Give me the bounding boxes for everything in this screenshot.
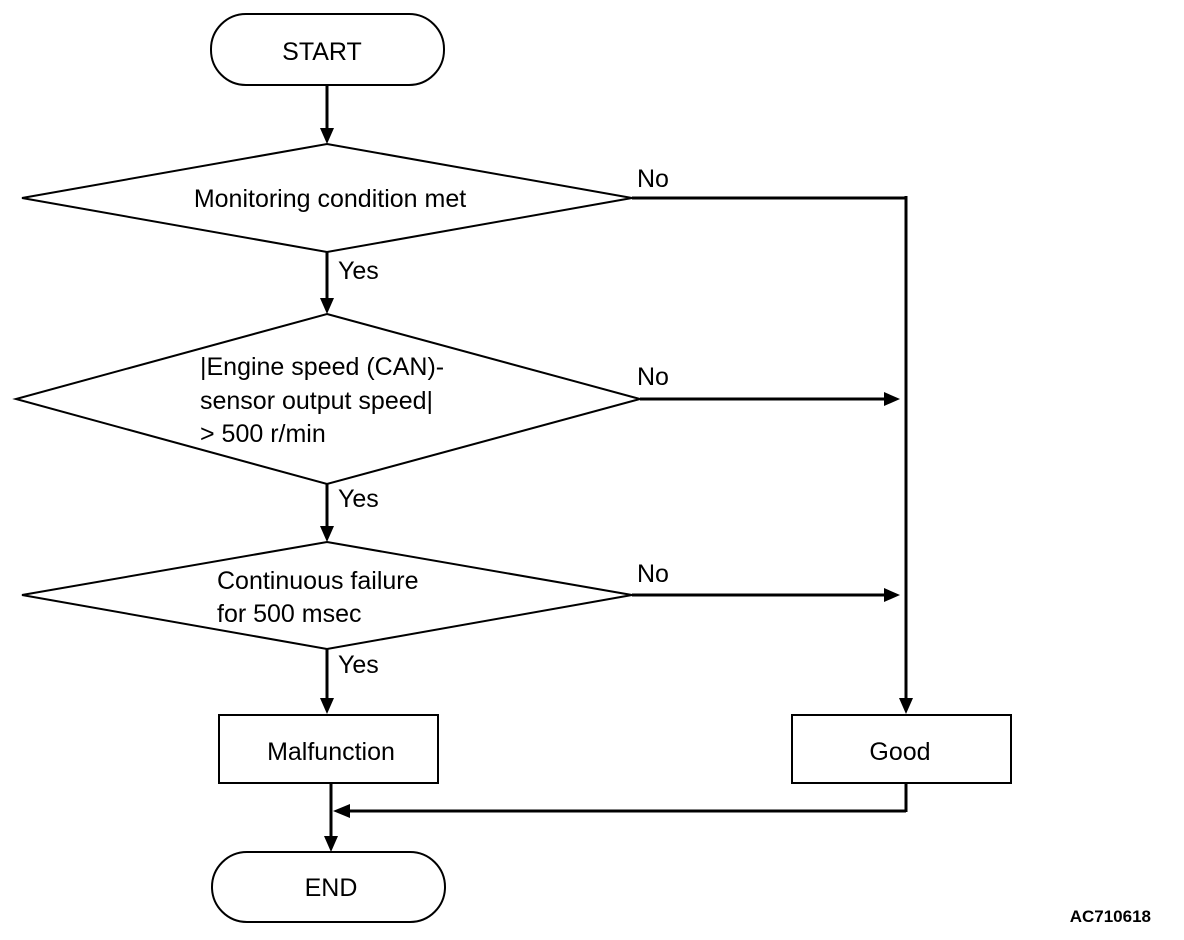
arrowhead-down bbox=[320, 128, 334, 144]
arrowhead-down bbox=[320, 298, 334, 314]
decision-speed-difference-line1: |Engine speed (CAN)- bbox=[200, 353, 444, 381]
yes-label-1: Yes bbox=[338, 257, 379, 285]
malfunction-box bbox=[218, 714, 439, 784]
arrowhead-down bbox=[320, 526, 334, 542]
arrowhead-right bbox=[884, 588, 900, 602]
arrowhead-right bbox=[884, 392, 900, 406]
decision-monitoring-condition-label: Monitoring condition met bbox=[194, 185, 466, 213]
yes-label-2: Yes bbox=[338, 485, 379, 513]
no-label-1: No bbox=[637, 165, 669, 193]
end-label: END bbox=[305, 874, 358, 902]
arrowhead-left bbox=[333, 804, 350, 818]
decision-continuous-failure bbox=[21, 540, 633, 651]
malfunction-label: Malfunction bbox=[267, 738, 395, 766]
decision-speed-difference-line2: sensor output speed| bbox=[200, 387, 433, 415]
no-label-2: No bbox=[637, 363, 669, 391]
yes-label-3: Yes bbox=[338, 651, 379, 679]
arrowhead-down bbox=[320, 698, 334, 714]
arrowhead-down bbox=[899, 698, 913, 714]
no-label-3: No bbox=[637, 560, 669, 588]
decision-continuous-failure-line1: Continuous failure bbox=[217, 567, 419, 595]
start-label: START bbox=[282, 38, 362, 66]
arrowhead-down bbox=[324, 836, 338, 852]
good-box bbox=[791, 714, 1012, 784]
figure-code: AC710618 bbox=[1070, 907, 1151, 926]
decision-speed-difference-line3: > 500 r/min bbox=[200, 420, 326, 448]
end-terminal bbox=[211, 851, 446, 923]
good-label: Good bbox=[869, 738, 930, 766]
decision-continuous-failure-line2: for 500 msec bbox=[217, 600, 362, 628]
